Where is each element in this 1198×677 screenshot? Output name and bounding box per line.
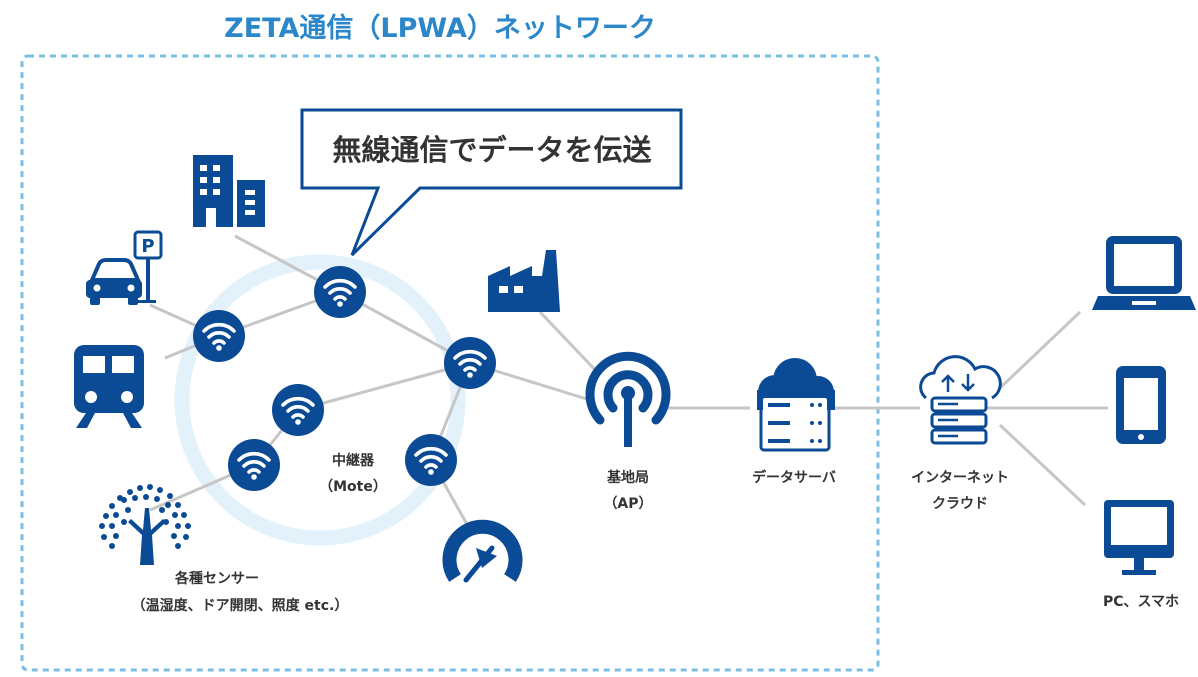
mote-sublabel: （Mote） bbox=[319, 479, 387, 495]
train-icon bbox=[74, 345, 144, 428]
server-label: データサーバ bbox=[752, 469, 836, 486]
factory-icon bbox=[488, 250, 560, 312]
mesh-area-ring bbox=[174, 254, 466, 546]
monitor-icon bbox=[1104, 500, 1174, 575]
svg-text:P: P bbox=[141, 236, 154, 257]
ap-label: 基地局 bbox=[607, 469, 649, 486]
wifi-icon bbox=[312, 264, 368, 320]
diagram-title: ZETA通信（LPWA）ネットワーク bbox=[224, 13, 656, 44]
antenna-icon bbox=[585, 351, 671, 447]
callout-bubble: 無線通信でデータを伝送 bbox=[300, 108, 683, 257]
wifi-icon bbox=[403, 432, 459, 488]
wifi-icon bbox=[442, 335, 498, 391]
cloud-server-icon bbox=[919, 355, 1002, 445]
wifi-icon bbox=[270, 382, 326, 438]
car-parking-icon: P bbox=[86, 230, 163, 305]
wifi-icon bbox=[226, 437, 282, 493]
laptop-icon bbox=[1092, 236, 1196, 310]
server-cloud-icon bbox=[757, 358, 835, 452]
network-frame bbox=[20, 54, 880, 672]
ap-sublabel: （AP） bbox=[603, 496, 652, 512]
gauge-icon bbox=[442, 519, 523, 583]
callout-text: 無線通信でデータを伝送 bbox=[332, 133, 651, 167]
sensors-label: 各種センサー bbox=[174, 570, 259, 587]
tree-icon bbox=[99, 484, 191, 565]
sensors-sublabel: （温湿度、ドア開閉、照度 etc.） bbox=[132, 597, 349, 614]
mote-label: 中継器 bbox=[332, 452, 375, 469]
wifi-icon bbox=[191, 308, 247, 364]
cloud-sublabel: クラウド bbox=[932, 496, 988, 512]
cloud-label: インターネット bbox=[911, 470, 1009, 486]
smartphone-icon bbox=[1116, 366, 1166, 444]
building-icon bbox=[193, 155, 265, 227]
devices-label: PC、スマホ bbox=[1103, 594, 1179, 610]
